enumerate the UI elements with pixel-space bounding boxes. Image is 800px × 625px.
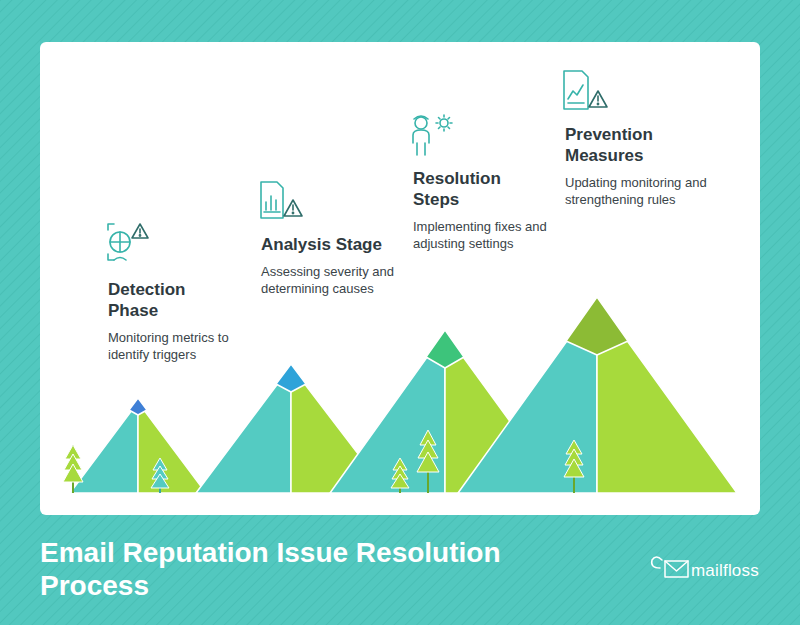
stage-heading: Resolution Steps	[413, 168, 549, 210]
stage-block: Resolution StepsImplementing fixes and a…	[413, 168, 549, 252]
stage-block: Analysis StageAssessing severity and det…	[261, 234, 411, 297]
stage-heading: Analysis Stage	[261, 234, 411, 255]
stage-heading: Prevention Measures	[565, 124, 715, 166]
stage-description: Implementing fixes and adjusting setting…	[413, 218, 549, 252]
diagram-title: Email Reputation Issue Resolution Proces…	[40, 536, 600, 602]
stage-description: Monitoring metrics to identify triggers	[108, 329, 230, 363]
analysis-icon	[261, 182, 302, 218]
brand-label: mailfloss	[691, 561, 759, 581]
prevention-icon	[564, 71, 607, 109]
mountains	[70, 297, 737, 493]
stage-description: Updating monitoring and strengthening ru…	[565, 174, 715, 208]
stage-description: Assessing severity and determining cause…	[261, 263, 411, 297]
stage-block: Prevention MeasuresUpdating monitoring a…	[565, 124, 715, 208]
stage-block: Detection PhaseMonitoring metrics to ide…	[108, 279, 230, 363]
stage-heading: Detection Phase	[108, 279, 230, 321]
white-panel	[40, 42, 760, 515]
logo-envelope	[652, 557, 688, 577]
resolution-icon	[413, 115, 452, 155]
detection-icon	[108, 224, 148, 260]
trees	[63, 430, 584, 493]
